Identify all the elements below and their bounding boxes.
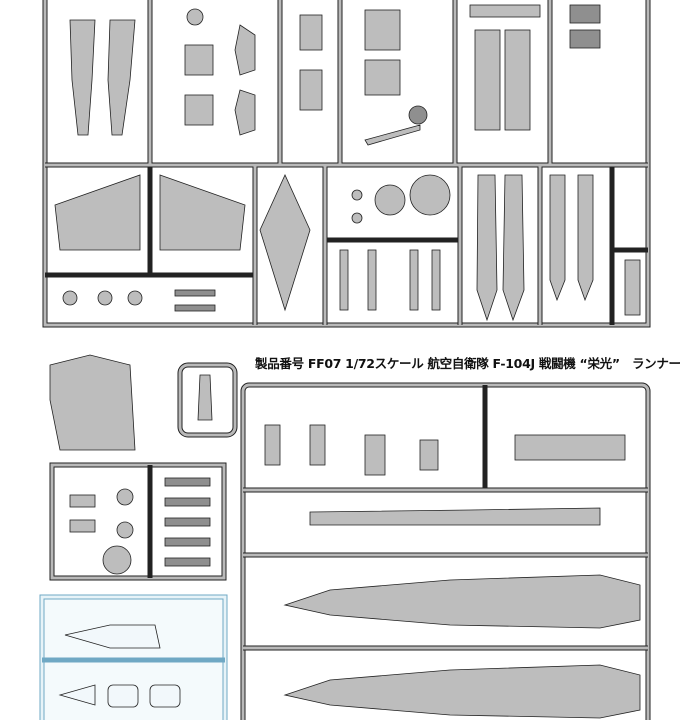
sprue-right — [240, 382, 651, 720]
runner-caption: 製品番号 FF07 1/72スケール 航空自衛隊 F-104J 戦闘機 “栄光”… — [255, 356, 681, 371]
part-fuselage-section — [49, 354, 136, 451]
sprue-lower-left — [49, 462, 227, 581]
sprue-top — [42, 0, 651, 328]
sprue-clear — [39, 594, 228, 720]
sprue-small — [177, 362, 238, 438]
